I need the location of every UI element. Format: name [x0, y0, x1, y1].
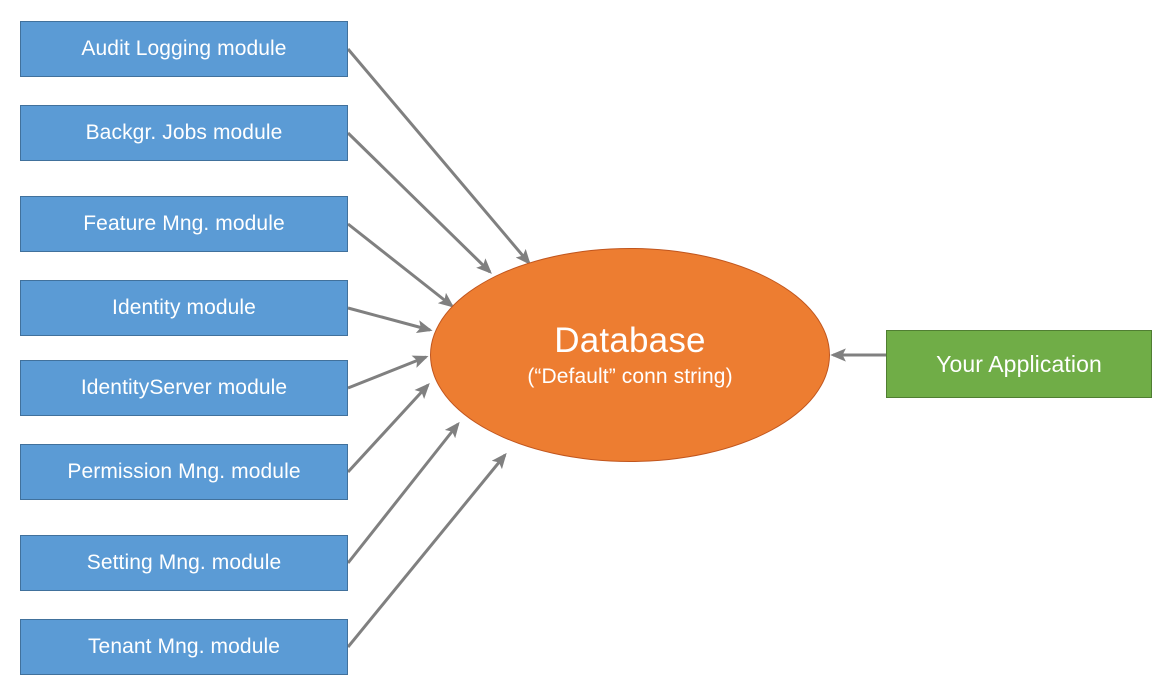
- connector-arrow: [346, 383, 430, 474]
- connector-arrow: [346, 452, 507, 648]
- module-box[interactable]: Feature Mng. module: [20, 196, 348, 252]
- module-box-label: Setting Mng. module: [86, 551, 282, 575]
- application-label: Your Application: [936, 350, 1102, 377]
- module-box-label: Permission Mng. module: [67, 460, 301, 484]
- module-box[interactable]: Setting Mng. module: [20, 535, 348, 591]
- module-box[interactable]: Permission Mng. module: [20, 444, 348, 500]
- module-box[interactable]: IdentityServer module: [20, 360, 348, 416]
- module-box[interactable]: Tenant Mng. module: [20, 619, 348, 675]
- connector-arrow: [346, 48, 531, 266]
- module-box-label: Backgr. Jobs module: [85, 121, 283, 145]
- module-box[interactable]: Backgr. Jobs module: [20, 105, 348, 161]
- module-box-label: Feature Mng. module: [83, 212, 285, 236]
- connector-arrow: [347, 355, 429, 390]
- module-box-label: Tenant Mng. module: [87, 635, 281, 659]
- module-box-label: Audit Logging module: [81, 37, 287, 61]
- module-box[interactable]: Audit Logging module: [20, 21, 348, 77]
- database-subtitle: (“Default” conn string): [527, 364, 733, 388]
- application-node[interactable]: Your Application: [886, 330, 1152, 398]
- module-box[interactable]: Identity module: [20, 280, 348, 336]
- database-title: Database: [554, 321, 706, 361]
- connector-arrow: [346, 421, 460, 564]
- module-box-label: IdentityServer module: [80, 376, 288, 400]
- database-node[interactable]: Database (“Default” conn string): [430, 248, 830, 462]
- connector-arrow: [347, 306, 433, 334]
- connector-arrow: [346, 131, 492, 274]
- connector-arrow: [347, 222, 455, 308]
- module-box-label: Identity module: [112, 296, 256, 320]
